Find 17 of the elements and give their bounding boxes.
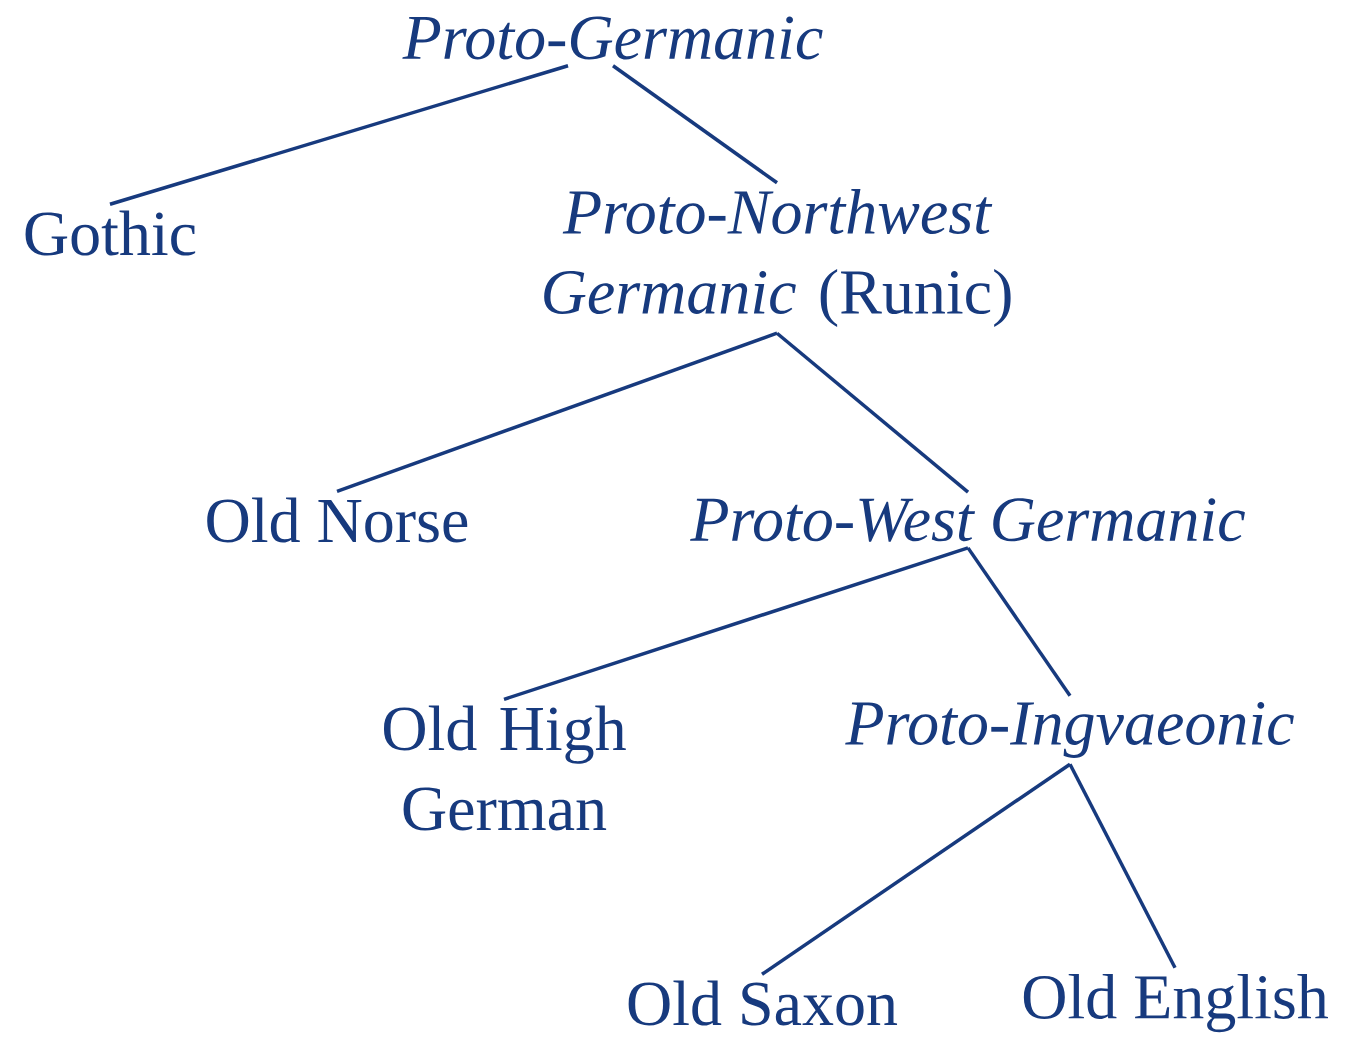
language-label: Old High German — [383, 705, 626, 831]
tree-branch — [503, 546, 969, 701]
language-label: Proto-West Germanic — [690, 498, 1245, 542]
language-label: Gothic — [25, 210, 196, 256]
tree-branch — [761, 762, 1071, 976]
language-label: Proto-Germanic — [402, 16, 823, 60]
tree-branch — [612, 64, 779, 185]
language-label: Proto-Ingvaeonic — [845, 702, 1294, 758]
language-label: Old English — [1023, 973, 1328, 1033]
language-label: Old Norse — [207, 497, 468, 543]
language-label: Old Saxon — [628, 980, 898, 1026]
language-label: Proto-Northwest Germanic (Runic) — [544, 189, 1011, 328]
tree-branch — [109, 64, 569, 206]
tree-branch — [775, 331, 970, 494]
tree-branch — [336, 331, 778, 493]
tree-branch — [966, 546, 1072, 697]
tree-branch — [1068, 763, 1177, 969]
